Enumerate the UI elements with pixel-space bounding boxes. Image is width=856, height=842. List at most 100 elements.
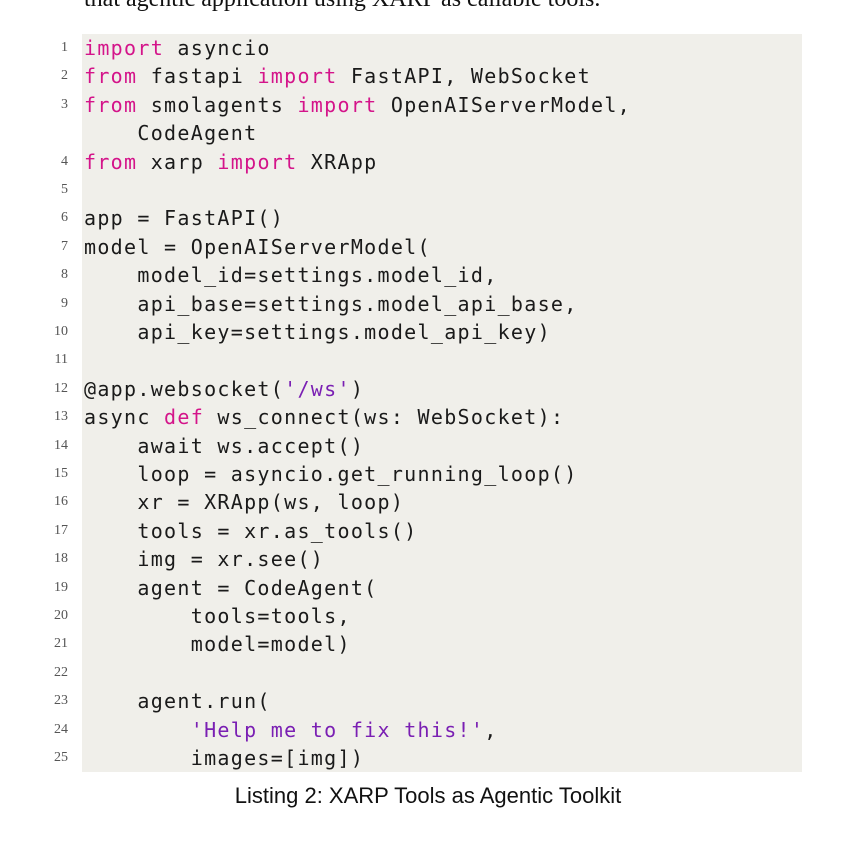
- code-text: from smolagents import OpenAIServerModel…: [84, 91, 631, 119]
- code-text: xr = XRApp(ws, loop): [84, 488, 404, 516]
- line-number: 5: [61, 182, 68, 197]
- code-token: FastAPI, WebSocket: [337, 64, 591, 89]
- code-keyword: def: [164, 405, 205, 430]
- code-token: model_id=settings.model_id,: [84, 263, 498, 288]
- code-line: 1 import asyncio: [61, 34, 802, 62]
- line-number: 8: [61, 267, 68, 283]
- code-line: 10 api_key=settings.model_api_key): [54, 318, 802, 346]
- code-keyword: import: [257, 64, 338, 89]
- line-number: 22: [54, 664, 68, 680]
- code-token: model=model): [84, 632, 351, 657]
- code-string: '/ws': [284, 376, 351, 401]
- code-token: api_key=settings.model_api_key): [84, 320, 551, 344]
- code-token: agent.run(: [84, 689, 271, 714]
- code-token: await ws.accept(): [84, 433, 365, 458]
- code-token: fastapi: [137, 64, 258, 89]
- line-number: 23: [54, 693, 68, 709]
- code-line: 7 model = OpenAIServerModel(: [61, 233, 802, 261]
- code-token: OpenAIServerModel,: [377, 92, 631, 117]
- code-text: from fastapi import FastAPI, WebSocket: [84, 62, 591, 90]
- code-line: 5: [61, 176, 802, 204]
- code-text: import asyncio: [84, 34, 271, 62]
- code-line: 22: [54, 659, 802, 687]
- line-number: 3: [61, 96, 68, 112]
- code-token: tools=tools,: [84, 604, 351, 628]
- line-number: 10: [54, 324, 68, 339]
- line-number: 19: [54, 579, 68, 595]
- code-line: 23 agent.run(: [54, 687, 802, 715]
- code-line: 13 async def ws_connect(ws: WebSocket):: [54, 403, 802, 431]
- code-keyword: import: [297, 92, 378, 117]
- line-number: 13: [54, 409, 68, 425]
- code-text: from xarp import XRApp: [84, 148, 378, 176]
- code-token: asyncio: [164, 36, 271, 60]
- line-number: 18: [54, 551, 68, 567]
- code-text: model_id=settings.model_id,: [84, 261, 498, 289]
- code-token: ws_connect(ws: WebSocket):: [204, 405, 565, 430]
- line-number: 14: [54, 437, 68, 453]
- code-line: 18 img = xr.see(): [54, 545, 802, 573]
- code-keyword: import: [84, 36, 165, 60]
- code-text: images=[img]): [84, 744, 364, 772]
- code-text: app = FastAPI(): [84, 204, 284, 232]
- code-line: 15 loop = asyncio.get_running_loop(): [54, 460, 802, 488]
- code-token: app = FastAPI(): [84, 206, 285, 231]
- code-token: xarp: [137, 149, 218, 174]
- code-token: ): [350, 376, 365, 401]
- code-line: CodeAgent: [82, 119, 802, 147]
- code-text: model = OpenAIServerModel(: [84, 233, 431, 261]
- code-text: async def ws_connect(ws: WebSocket):: [84, 403, 564, 431]
- code-listing: 1 import asyncio 2 from fastapi import Fast…: [54, 34, 802, 772]
- code-text: img = xr.see(): [84, 545, 324, 573]
- code-token: XRApp: [297, 149, 378, 174]
- line-number: 4: [61, 153, 68, 169]
- code-line: 20 tools=tools,: [54, 602, 802, 630]
- line-number: 25: [54, 750, 68, 765]
- code-text: 'Help me to fix this!',: [84, 716, 498, 744]
- code-token: CodeAgent: [84, 121, 258, 146]
- code-line: 12 @app.websocket('/ws'): [54, 375, 802, 403]
- code-token: [84, 718, 191, 742]
- code-keyword: from: [84, 92, 138, 117]
- code-token: smolagents: [137, 92, 298, 117]
- code-line: 3 from smolagents import OpenAIServerMode…: [61, 91, 802, 119]
- preceding-paragraph-text: that agentic application using XARP as c…: [84, 0, 600, 13]
- line-number: 17: [54, 522, 68, 538]
- code-token: agent = CodeAgent(: [84, 575, 378, 600]
- code-line: 4 from xarp import XRApp: [61, 148, 802, 176]
- code-text: agent.run(: [84, 687, 271, 715]
- code-string: 'Help me to fix this!': [190, 717, 485, 742]
- listing-caption: Listing 2: XARP Tools as Agentic Toolkit: [234, 783, 622, 808]
- code-text: await ws.accept(): [84, 432, 364, 460]
- code-text: api_base=settings.model_api_base,: [84, 290, 578, 318]
- line-number: 1: [61, 40, 68, 55]
- code-text: model=model): [84, 630, 351, 658]
- code-token: async: [84, 405, 165, 430]
- code-line: 19 agent = CodeAgent(: [54, 574, 802, 602]
- code-line: 9 api_base=settings.model_api_base,: [61, 290, 802, 318]
- code-token: loop = asyncio.get_running_loop(): [84, 462, 578, 486]
- code-text: api_key=settings.model_api_key): [84, 318, 551, 346]
- line-number: 21: [54, 636, 68, 652]
- line-number: 15: [54, 466, 68, 481]
- code-line: 17 tools = xr.as_tools(): [54, 517, 802, 545]
- code-line: 25 images=[img]): [54, 744, 802, 772]
- code-token: tools = xr.as_tools(): [84, 518, 418, 543]
- code-line: 16 xr = XRApp(ws, loop): [54, 488, 802, 516]
- code-text: @app.websocket('/ws'): [84, 375, 364, 403]
- line-number: 7: [61, 238, 68, 254]
- line-number: 12: [54, 380, 68, 396]
- line-number: 2: [61, 68, 68, 84]
- code-keyword: from: [84, 149, 138, 174]
- line-number: 16: [54, 494, 68, 510]
- code-line: 8 model_id=settings.model_id,: [61, 261, 802, 289]
- code-token: api_base=settings.model_api_base,: [84, 291, 578, 316]
- line-number: 9: [61, 295, 68, 311]
- code-line: 24 'Help me to fix this!',: [54, 716, 802, 744]
- code-line: 2 from fastapi import FastAPI, WebSocket: [61, 62, 802, 90]
- code-line: 21 model=model): [54, 630, 802, 658]
- code-line: 11: [55, 346, 802, 374]
- code-text: tools = xr.as_tools(): [84, 517, 418, 545]
- code-token: ,: [484, 717, 498, 742]
